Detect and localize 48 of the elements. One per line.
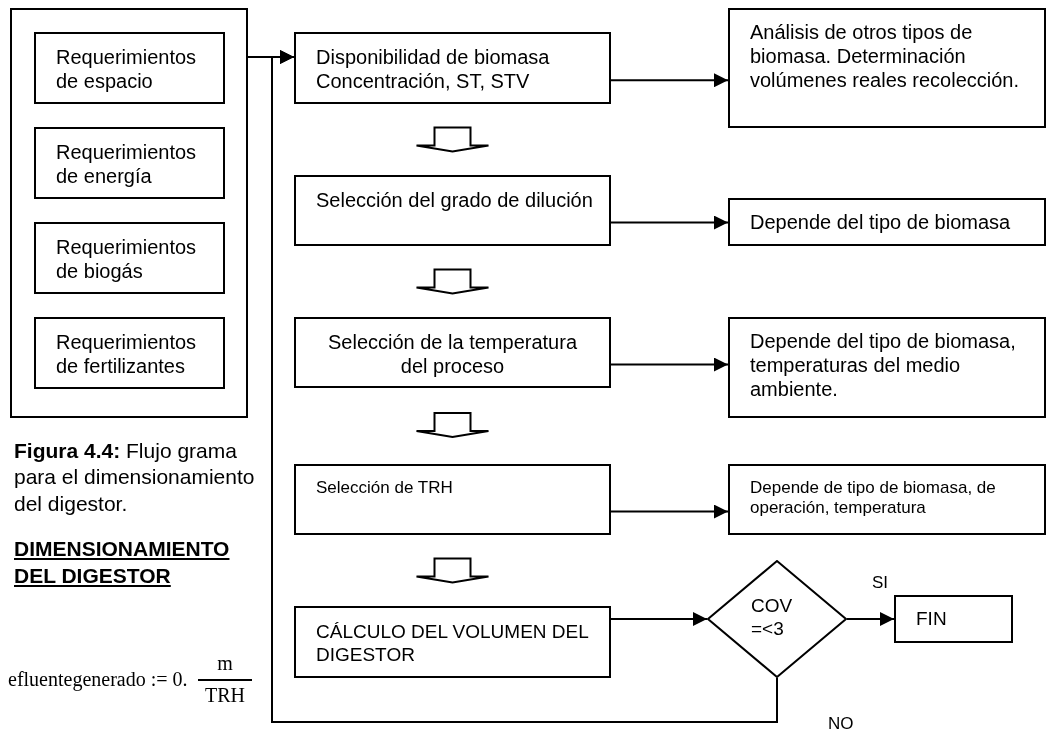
block-arrow [415,557,490,584]
arrow [610,504,729,519]
process-box [294,464,611,535]
arrow [610,612,708,626]
process-box [294,317,611,388]
node-text: Depende del tipo de biomasa [750,210,1012,234]
node-text: Selección del grado de dilución [316,188,594,212]
arrow [846,612,895,626]
process-box [728,464,1046,535]
process-box [728,317,1046,418]
node-text: Requerimientos de espacio [56,45,198,93]
fraction-denominator: TRH [204,684,246,707]
node-text: Selección de TRH [316,478,454,498]
process-box [728,198,1046,246]
node-text: Depende de tipo de biomasa, de operación, temperatura [750,478,997,518]
node-text: Requerimientos de biogás [56,235,198,283]
process-box [894,595,1013,643]
arrow [610,73,729,88]
process-box [294,32,611,104]
block-arrow [415,412,490,439]
process-box [728,8,1046,128]
process-box [34,32,225,104]
process-box [294,175,611,246]
node-text: Selección de la temperatura del proceso [326,330,578,378]
node-text: FIN [916,607,948,630]
node-text: Requerimientos de energía [56,140,198,188]
node-text: Disponibilidad de biomasa [316,45,551,69]
node-text: Análisis de otros tipos de biomasa. Determinación volúmenes reales recolección. [750,20,1021,92]
decision-diamond [707,560,847,678]
section-heading: DIMENSIONAMIENTO DEL DIGESTOR [14,536,231,590]
arrow [271,50,778,723]
arrow [610,215,729,230]
node-text: COV =<3 [751,594,793,640]
process-box [34,222,225,294]
block-arrow [415,126,490,153]
formula-text: efluentegenerado := 0. [8,668,189,691]
figure-caption: Figura 4.4: Flujo grama para el dimensionamiento del digestor. [14,438,256,517]
block-arrow [415,268,490,295]
group-box [10,8,248,418]
node-text: Requerimientos de fertilizantes [56,330,198,378]
process-box [34,127,225,199]
process-box [34,317,225,389]
arrow [610,357,729,372]
process-box [294,606,611,678]
node-text: CÁLCULO DEL VOLUMEN DEL DIGESTOR [316,620,590,666]
fraction-numerator: m [216,652,234,675]
node-text: Concentración, ST, STV [316,69,531,93]
node-text: Depende del tipo de biomasa, temperaturas del medio ambiente. [750,329,1017,401]
